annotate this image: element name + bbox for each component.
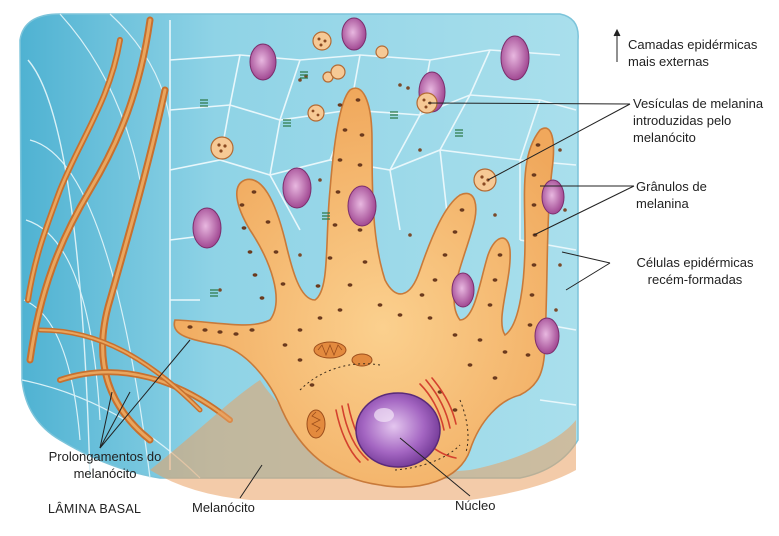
label-new-epidermal-cells: Células epidérmicas recém-formadas xyxy=(612,254,778,288)
label-line: Prolongamentos do xyxy=(48,449,162,464)
label-line: recém-formadas xyxy=(647,272,743,287)
label-line: mais externas xyxy=(628,54,709,69)
melanocyte-nucleus xyxy=(355,392,441,468)
label-melanocyte-processes: Prolongamentos do melanócito xyxy=(30,448,180,482)
label-outer-epidermal-layers: Camadas epidérmicas mais externas xyxy=(628,36,778,70)
label-line: Células epidérmicas xyxy=(636,255,754,270)
desmosomes xyxy=(200,71,463,297)
label-line: melanócito xyxy=(73,466,137,481)
label-nucleus: Núcleo xyxy=(455,498,496,513)
label-line: melanina xyxy=(636,196,689,211)
label-line: melanócito xyxy=(633,130,696,145)
melanin-vesicles xyxy=(210,31,497,192)
label-line: Vesículas de melanina xyxy=(633,96,764,111)
epidermal-cell-nuclei xyxy=(192,17,565,355)
label-line: Grânulos de xyxy=(636,179,707,194)
melanocyte xyxy=(173,87,555,488)
label-line: introduzidas pelo xyxy=(633,113,732,128)
epidermal-granules xyxy=(218,74,567,312)
melanocyte-processes xyxy=(25,16,233,444)
label-melanin-granules: Grânulos de melanina xyxy=(636,178,776,212)
leader-lines xyxy=(99,28,635,499)
label-line: Camadas epidérmicas xyxy=(628,37,758,52)
label-basal-lamina: LÂMINA BASAL xyxy=(48,502,142,516)
endoplasmic-reticulum xyxy=(299,363,469,471)
mitochondria xyxy=(306,341,373,439)
label-melanin-vesicles: Vesículas de melanina introduzidas pelo … xyxy=(633,95,779,146)
label-melanocyte: Melanócito xyxy=(192,500,255,515)
basal-lamina xyxy=(150,380,576,500)
melanin-granules xyxy=(187,98,541,412)
